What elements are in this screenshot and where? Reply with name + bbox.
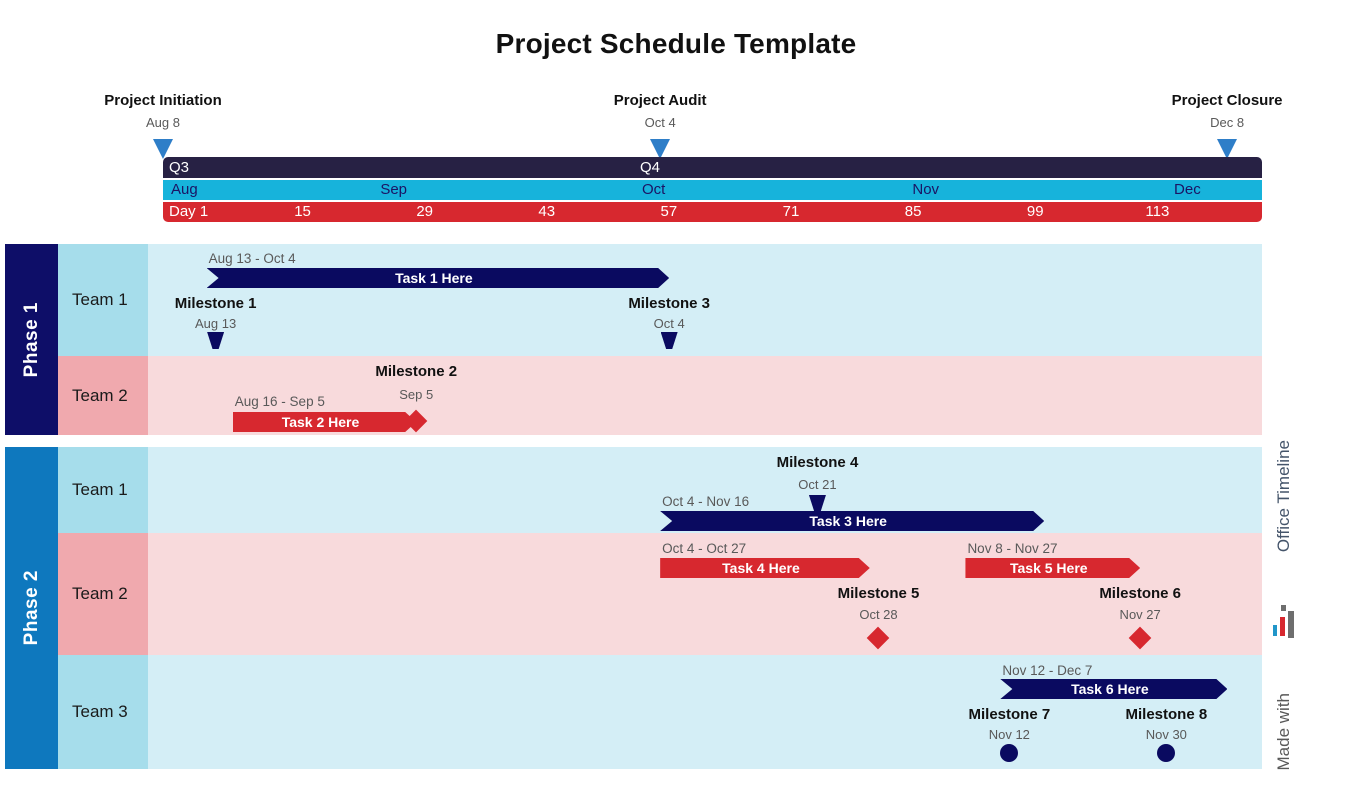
phase-name: Phase 1 (21, 302, 43, 377)
team-name: Team 1 (58, 290, 128, 310)
day-tick-label: 15 (294, 202, 311, 222)
phase-label-2: Phase 2 (5, 447, 58, 769)
team-name: Team 2 (58, 584, 128, 604)
top-milestone-label: Project Closure (1172, 92, 1283, 109)
brand-name: Office Timeline (1274, 440, 1294, 552)
quarter-band: Q3 Q4 (163, 157, 1262, 178)
task-bar-label: Task 2 Here (233, 412, 408, 432)
task-bar[interactable]: Task 3 Here (660, 511, 1044, 531)
task-date-range: Oct 4 - Oct 27 (662, 541, 746, 556)
team-cell: Team 2 (58, 533, 148, 655)
milestone-date: Nov 30 (1146, 727, 1187, 742)
phase-label-1: Phase 1 (5, 244, 58, 435)
top-milestone[interactable]: Project ClosureDec 8 (1172, 92, 1283, 130)
task-bar-label: Task 4 Here (660, 558, 862, 578)
day-tick-label: 99 (1027, 202, 1044, 222)
task-date-range: Aug 13 - Oct 4 (209, 251, 296, 266)
team-name: Team 2 (58, 386, 128, 406)
milestone-date: Sep 5 (399, 387, 433, 402)
team-name: Team 3 (58, 702, 128, 722)
task-bar[interactable]: Task 6 Here (1000, 679, 1227, 699)
day-tick-label: Day 1 (169, 202, 208, 222)
month-label: Dec (1174, 180, 1201, 200)
milestone-date: Oct 21 (798, 477, 836, 492)
top-milestone-date: Aug 8 (104, 115, 222, 130)
milestone-date: Nov 27 (1120, 607, 1161, 622)
milestone-label: Milestone 4 (777, 454, 859, 471)
task-date-range: Nov 12 - Dec 7 (1002, 663, 1092, 678)
day-tick-label: 113 (1145, 202, 1169, 222)
month-label: Oct (642, 180, 665, 200)
top-milestone[interactable]: Project InitiationAug 8 (104, 92, 222, 130)
phase-name: Phase 2 (21, 570, 43, 645)
day-tick-label: 29 (416, 202, 433, 222)
day-tick-label: 71 (783, 202, 800, 222)
page-title: Project Schedule Template (0, 28, 1352, 60)
team-row-background (148, 655, 1262, 769)
top-milestone-label: Project Initiation (104, 92, 222, 109)
milestone-date: Aug 13 (195, 316, 236, 331)
quarter-label: Q3 (169, 157, 189, 178)
team-name: Team 1 (58, 480, 128, 500)
milestone-label: Milestone 6 (1099, 585, 1181, 602)
task-bar[interactable]: Task 1 Here (207, 268, 670, 288)
milestone-date: Oct 28 (859, 607, 897, 622)
timeline-scale: Q3 Q4 Aug Sep Oct Nov Dec Day 1 15 29 43 57 71 85 99… (163, 157, 1262, 222)
month-label: Sep (380, 180, 407, 200)
milestone-label: Milestone 5 (838, 585, 920, 602)
month-label: Aug (171, 180, 198, 200)
milestone-label: Milestone 8 (1125, 706, 1207, 723)
milestone-label: Milestone 7 (968, 706, 1050, 723)
task-bar[interactable]: Task 5 Here (965, 558, 1140, 578)
task-bar-label: Task 6 Here (1000, 679, 1219, 699)
milestone-label: Milestone 2 (375, 363, 457, 380)
milestone-label: Milestone 1 (175, 295, 257, 312)
task-date-range: Nov 8 - Nov 27 (967, 541, 1057, 556)
task-bar[interactable]: Task 4 Here (660, 558, 870, 578)
team-cell: Team 1 (58, 244, 148, 356)
team-cell: Team 2 (58, 356, 148, 435)
milestone-date: Oct 4 (654, 316, 685, 331)
team-cell: Team 1 (58, 447, 148, 533)
top-milestone-label: Project Audit (614, 92, 707, 109)
task-bar-label: Task 5 Here (965, 558, 1132, 578)
task-date-range: Aug 16 - Sep 5 (235, 394, 325, 409)
milestone-triangle-icon[interactable] (153, 139, 173, 159)
watermark: Office Timeline Made with (1266, 440, 1302, 770)
top-milestone[interactable]: Project AuditOct 4 (614, 92, 707, 130)
top-milestone-date: Dec 8 (1172, 115, 1283, 130)
day-tick-label: 57 (661, 202, 678, 222)
task-date-range: Oct 4 - Nov 16 (662, 494, 749, 509)
made-with-label: Made with (1274, 693, 1294, 770)
task-bar-label: Task 1 Here (207, 268, 662, 288)
day-tick-label: 43 (538, 202, 555, 222)
milestone-label: Milestone 3 (628, 295, 710, 312)
task-bar[interactable]: Task 2 Here (233, 412, 416, 432)
day-tick-label: 85 (905, 202, 922, 222)
milestone-triangle-icon[interactable] (1217, 139, 1237, 159)
office-timeline-logo-icon (1273, 605, 1295, 639)
day-band: Day 1 15 29 43 57 71 85 99 113 (163, 202, 1262, 222)
task-bar-label: Task 3 Here (660, 511, 1036, 531)
team-cell: Team 3 (58, 655, 148, 769)
top-milestone-date: Oct 4 (614, 115, 707, 130)
milestone-date: Nov 12 (989, 727, 1030, 742)
milestone-triangle-icon[interactable] (650, 139, 670, 159)
month-band: Aug Sep Oct Nov Dec (163, 180, 1262, 200)
month-label: Nov (912, 180, 939, 200)
quarter-label: Q4 (640, 157, 660, 178)
